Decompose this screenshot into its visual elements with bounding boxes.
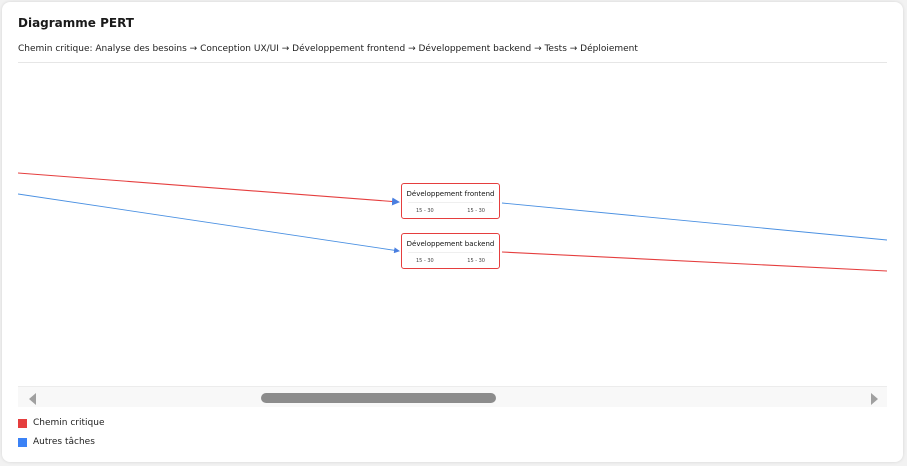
pert-node-backend[interactable]: Développement backend 15 - 30 15 - 30 — [401, 233, 500, 269]
node-late-dates: 15 - 30 — [467, 208, 485, 214]
node-name: Développement frontend — [406, 190, 495, 198]
pert-node-frontend[interactable]: Développement frontend 15 - 30 15 - 30 — [401, 183, 500, 219]
node-name: Développement backend — [406, 240, 495, 248]
critical-edge-out-of-backend — [501, 251, 887, 272]
legend-swatch-other — [18, 438, 27, 447]
legend-label: Autres tâches — [33, 437, 95, 447]
scroll-left-arrow-icon[interactable] — [29, 393, 36, 405]
pert-diagram-svg — [18, 172, 887, 272]
horizontal-scrollbar[interactable] — [18, 386, 887, 407]
node-divider — [408, 252, 493, 253]
critical-edge-into-frontend — [18, 172, 400, 206]
legend-label: Chemin critique — [33, 418, 105, 428]
node-early-dates: 15 - 30 — [416, 258, 434, 264]
pert-diagram-canvas[interactable]: Développement frontend 15 - 30 15 - 30 D… — [18, 64, 887, 386]
other-edge-out-of-frontend — [501, 202, 887, 241]
critical-path-text: Chemin critique: Analyse des besoins → C… — [18, 44, 638, 54]
scroll-right-arrow-icon[interactable] — [871, 393, 878, 405]
page-title: Diagramme PERT — [18, 16, 134, 30]
divider — [18, 62, 887, 63]
other-edge-into-backend — [18, 193, 400, 254]
node-divider — [408, 202, 493, 203]
scrollbar-thumb[interactable] — [261, 393, 496, 403]
legend-swatch-critical — [18, 419, 27, 428]
node-early-dates: 15 - 30 — [416, 208, 434, 214]
node-late-dates: 15 - 30 — [467, 258, 485, 264]
